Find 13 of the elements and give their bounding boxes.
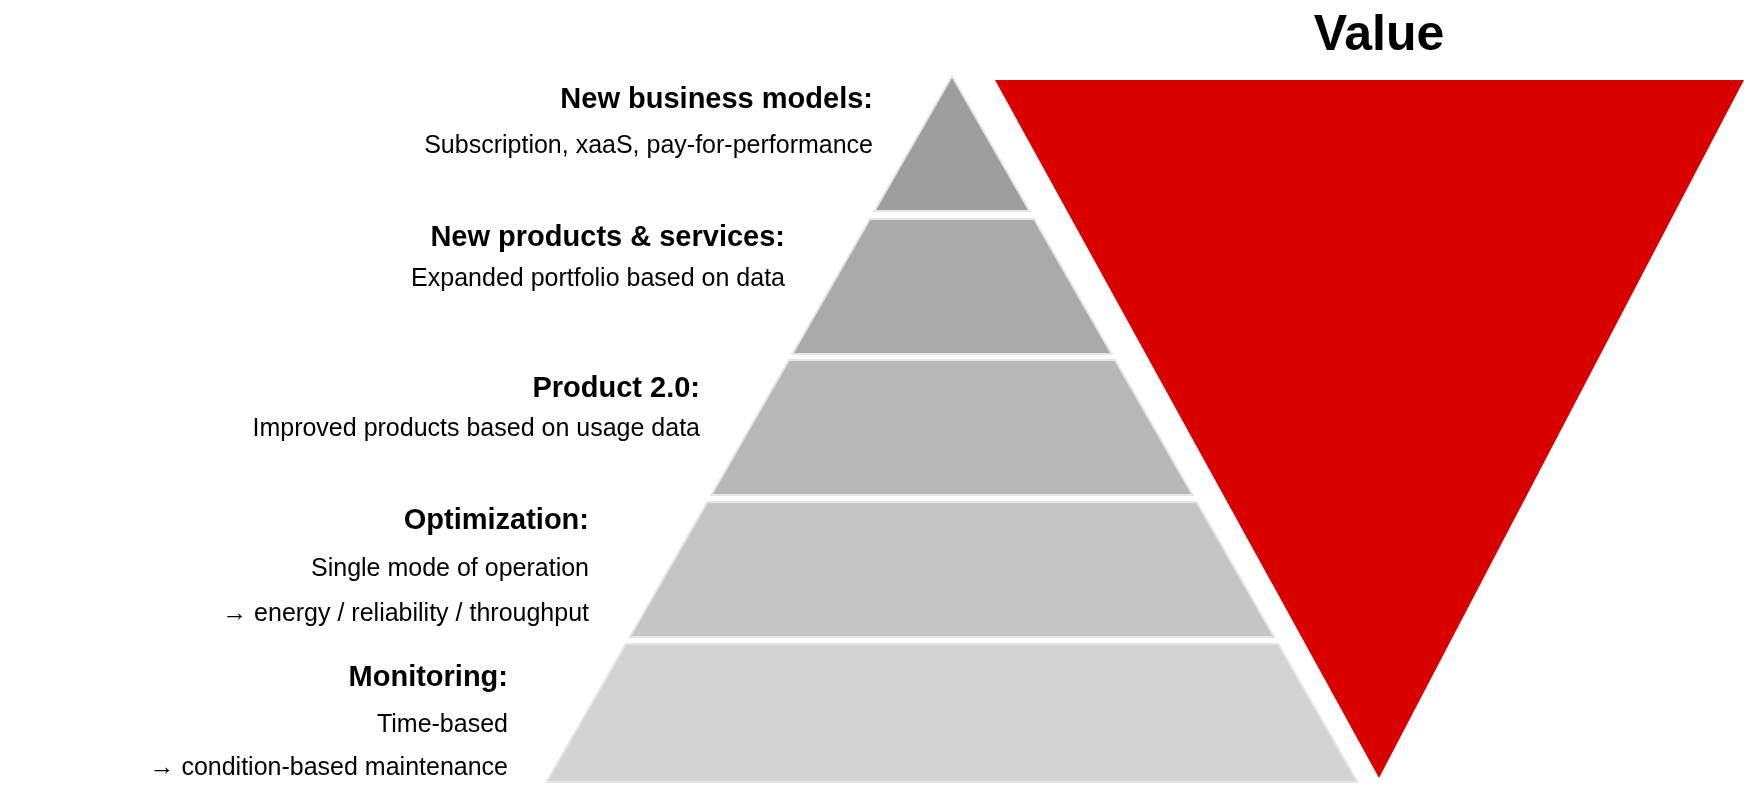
tier-heading: Product 2.0: <box>532 373 700 402</box>
tier-description: → condition-based maintenance <box>149 754 508 779</box>
tier-description: Expanded portfolio based on data <box>411 265 785 290</box>
tier-description: → energy / reliability / throughput <box>222 600 589 625</box>
tier-description: Single mode of operation <box>311 555 589 580</box>
tier-heading: Monitoring: <box>348 662 508 691</box>
tier-description: Time-based <box>376 711 508 736</box>
tier-description: Subscription, xaaS, pay-for-performance <box>424 132 873 157</box>
tier-heading: Optimization: <box>403 505 589 534</box>
tier-description: Improved products based on usage data <box>252 415 700 440</box>
value-heading: Value <box>1313 8 1445 58</box>
tier-heading: New products & services: <box>430 222 785 251</box>
tier-heading: New business models: <box>560 84 873 113</box>
